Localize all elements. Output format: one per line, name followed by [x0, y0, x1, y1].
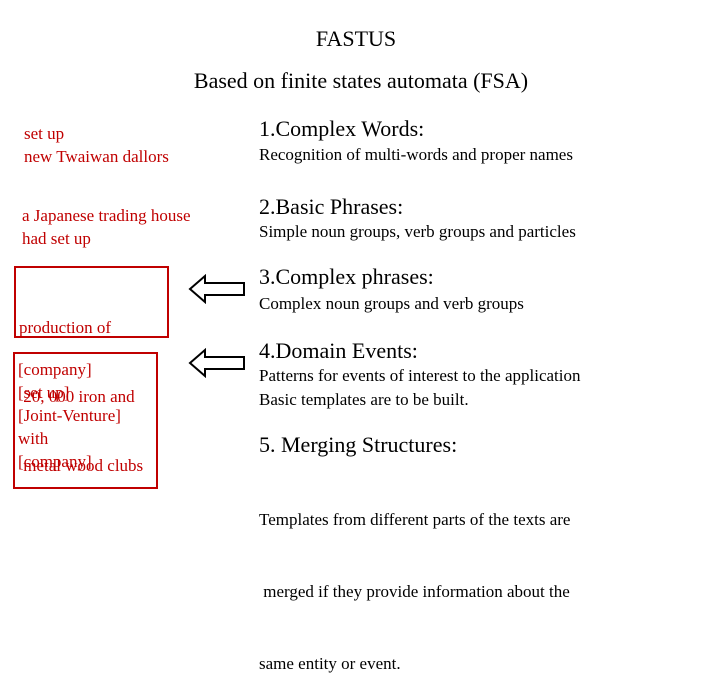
example-box-complex-phrases — [14, 266, 169, 338]
example-line: a Japanese trading house — [22, 206, 191, 225]
example-line: set up — [24, 124, 65, 143]
example-box-domain-events — [13, 352, 158, 489]
step-desc-line: Simple noun groups, verb groups and part… — [259, 222, 576, 241]
step-desc-complex-words: Recognition of multi-words and proper na… — [259, 143, 573, 167]
example-line: [company] — [18, 360, 92, 379]
step-desc-line: Complex noun groups and verb groups — [259, 294, 524, 313]
example-line: metal wood clubs — [19, 456, 144, 475]
left-arrow-icon — [188, 274, 245, 304]
slide-title: FASTUS — [315, 26, 397, 51]
step-title-merging-structures: 5. Merging Structures: — [259, 432, 458, 457]
example-line: with — [18, 429, 49, 448]
example-line: 20, 000 iron and — [19, 387, 135, 406]
step-desc-merging-structures: Templates from different parts of the te… — [259, 460, 570, 700]
step-desc-complex-phrases: Complex noun groups and verb groups — [259, 292, 524, 316]
step-desc-line: Recognition of multi-words and proper na… — [259, 145, 573, 164]
step-title-domain-events: 4.Domain Events: — [259, 338, 418, 363]
left-arrow-icon — [188, 348, 245, 378]
step-title-basic-phrases: 2.Basic Phrases: — [259, 194, 404, 219]
step-title-complex-phrases: 3.Complex phrases: — [259, 264, 434, 289]
example-line: [set up] — [18, 383, 70, 402]
step-desc-line: same entity or event. — [259, 654, 401, 673]
example-complex-words: set up new Twaiwan dallors — [24, 122, 169, 168]
step-desc-line: Basic templates are to be built. — [259, 390, 469, 409]
example-basic-phrases: a Japanese trading house had set up — [22, 204, 191, 250]
example-complex-phrases: production of 20, 000 iron and metal woo… — [19, 270, 143, 500]
step-desc-line: merged if they provide information about… — [259, 582, 570, 601]
step-desc-domain-events: Patterns for events of interest to the a… — [259, 364, 581, 412]
step-desc-line: Templates from different parts of the te… — [259, 510, 571, 529]
example-line: [Joint-Venture] — [18, 406, 121, 425]
example-line: had set up — [22, 229, 91, 248]
step-desc-basic-phrases: Simple noun groups, verb groups and part… — [259, 220, 576, 244]
step-title-complex-words: 1.Complex Words: — [259, 116, 425, 141]
slide-subtitle: Based on finite states automata (FSA) — [193, 68, 529, 93]
example-domain-events: [company] [set up] [Joint-Venture] with … — [18, 358, 121, 473]
example-line: new Twaiwan dallors — [24, 147, 169, 166]
step-desc-line: Patterns for events of interest to the a… — [259, 366, 581, 385]
example-line: production of — [19, 318, 112, 337]
example-line: [company] — [18, 452, 92, 471]
